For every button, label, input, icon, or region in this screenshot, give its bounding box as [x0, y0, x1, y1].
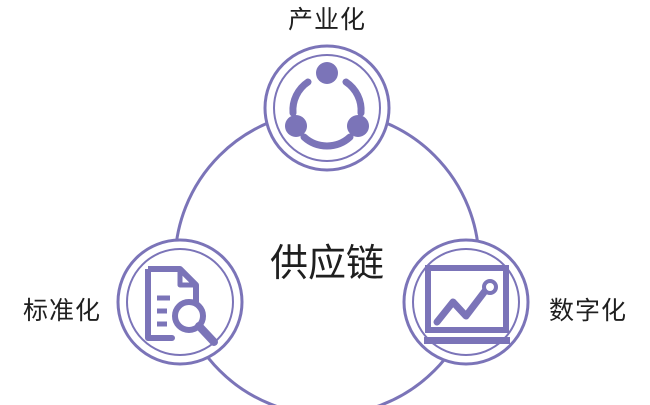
node-standardization: 标准化: [23, 238, 244, 366]
node-label: 标准化: [23, 296, 101, 325]
node-circle: [263, 44, 391, 172]
node-inner-circle: [126, 248, 234, 356]
node-inner-circle: [273, 54, 381, 162]
center-label: 供应链: [270, 241, 384, 285]
node-circle: [402, 238, 530, 366]
share-nodes-icon: [285, 62, 369, 150]
document-search-icon: [145, 266, 218, 346]
node-inner-circle: [412, 248, 520, 356]
node-digitalization: 数字化: [402, 238, 627, 366]
chart-monitor-icon: [424, 265, 510, 344]
node-label: 产业化: [288, 5, 366, 34]
node-industrialization: 产业化: [263, 5, 391, 172]
node-label: 数字化: [549, 296, 627, 325]
